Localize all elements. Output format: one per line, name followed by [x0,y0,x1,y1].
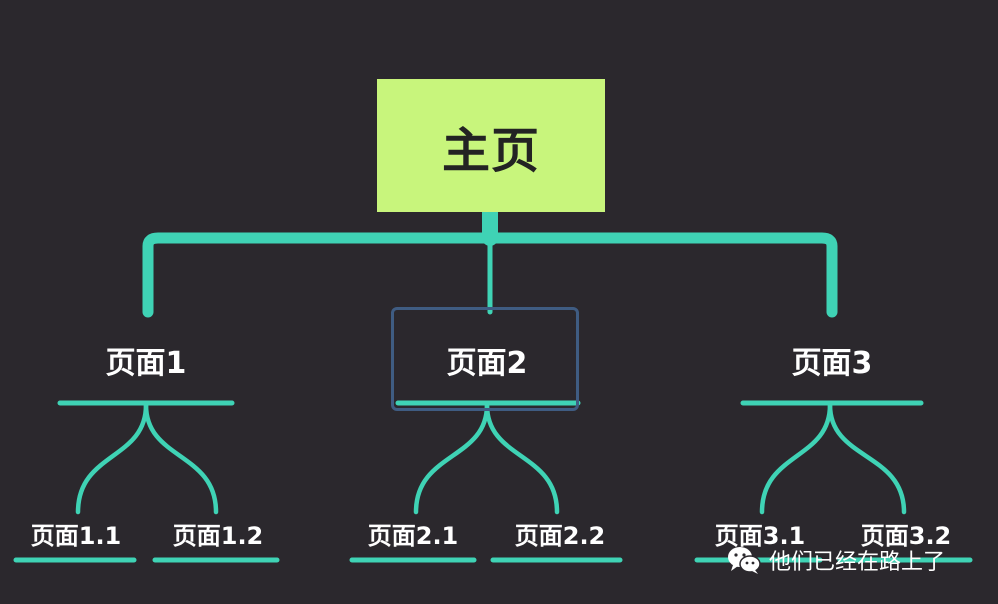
watermark: 他们已经在路上了 [727,544,945,576]
node-page3: 页面3 [791,346,873,381]
node-page2-2: 页面2.2 [514,522,606,550]
node-page2: 页面2 [446,346,528,381]
root-node: 主页 [377,79,605,212]
node-page1-1: 页面1.1 [30,522,122,550]
branch-page2-left [413,402,490,515]
node-page1: 页面1 [105,346,187,381]
branch-page3-right [827,402,907,515]
node-page1-2: 页面1.2 [172,522,264,550]
node-page3-1: 页面3.1 [714,522,806,550]
node-page2-1: 页面2.1 [367,522,459,550]
branch-page1-left [75,402,149,515]
highlight-frame-page2 [391,307,579,411]
branch-page3-left [759,402,833,515]
node-page3-2: 页面3.2 [860,522,952,550]
watermark-text: 他们已经在路上了 [769,550,946,575]
branch-page1-right [143,402,219,515]
wechat-icon [728,547,761,574]
root-label: 主页 [441,122,540,179]
branch-page2-right [484,402,560,515]
